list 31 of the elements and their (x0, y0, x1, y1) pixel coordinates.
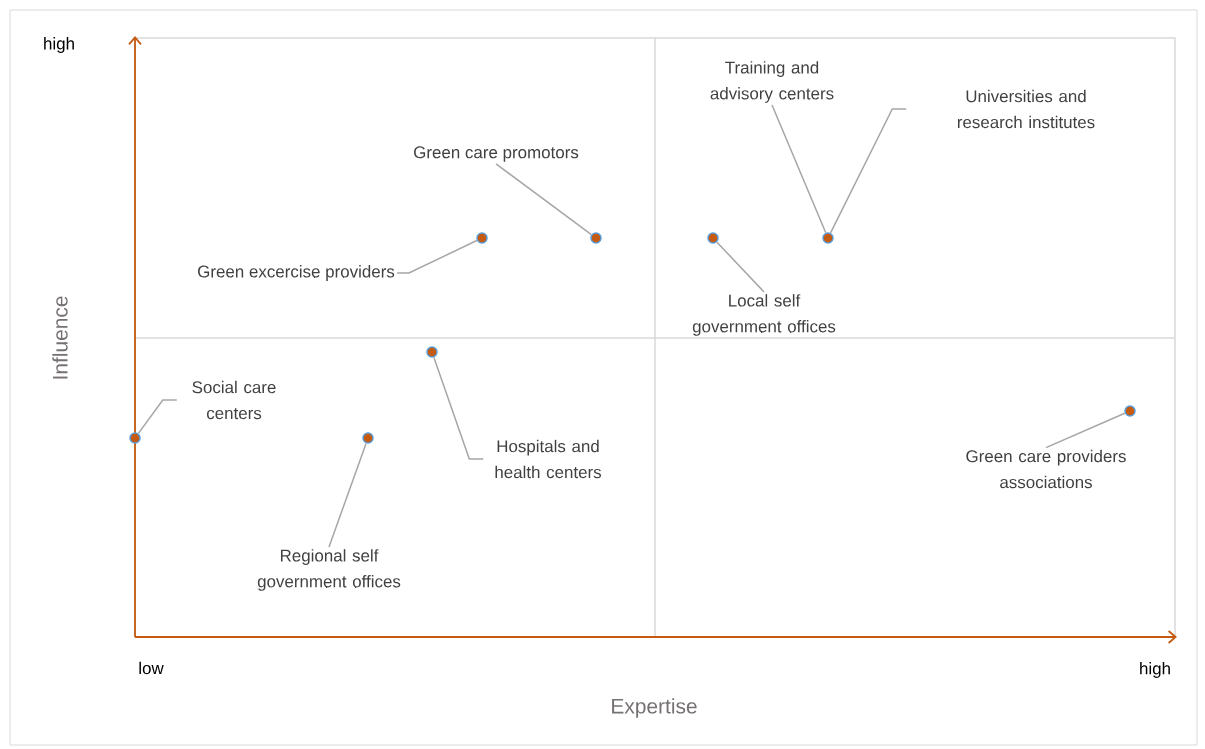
data-point (822, 232, 834, 244)
leader-line (396, 239, 478, 274)
data-point (476, 232, 488, 244)
leader-line (829, 108, 908, 234)
leader-line (433, 356, 485, 460)
stakeholder-label: Green care promotors (414, 146, 579, 162)
leader-line (1045, 412, 1126, 449)
leader-line (716, 241, 765, 293)
leader-line (328, 442, 367, 548)
data-point (426, 346, 438, 358)
stakeholder-label: Social care centers (192, 380, 276, 420)
stakeholder-label: Green excercise providers (198, 265, 395, 281)
axis-title: Influence (52, 296, 68, 379)
data-point (707, 232, 719, 244)
data-point (129, 432, 141, 444)
axis-end-label: high (1140, 662, 1170, 678)
stakeholder-label: Hospitals and health centers (495, 439, 602, 479)
data-point (1124, 405, 1136, 417)
axis-end-label: high (44, 37, 74, 53)
data-point (590, 232, 602, 244)
leader-line (771, 104, 827, 234)
axis-title: Expertise (612, 698, 697, 718)
axis-end-label: low (139, 661, 164, 675)
leader-line (495, 163, 593, 236)
data-point (362, 432, 374, 444)
stakeholder-label: Universities and research institutes (957, 89, 1095, 129)
stakeholder-label: Green care providers associations (966, 449, 1126, 489)
stakeholder-label: Regional self government offices (257, 549, 401, 591)
leader-line (137, 399, 178, 435)
stakeholder-label: Training and advisory centers (710, 61, 834, 103)
stakeholder-label: Local self government offices (692, 294, 836, 336)
